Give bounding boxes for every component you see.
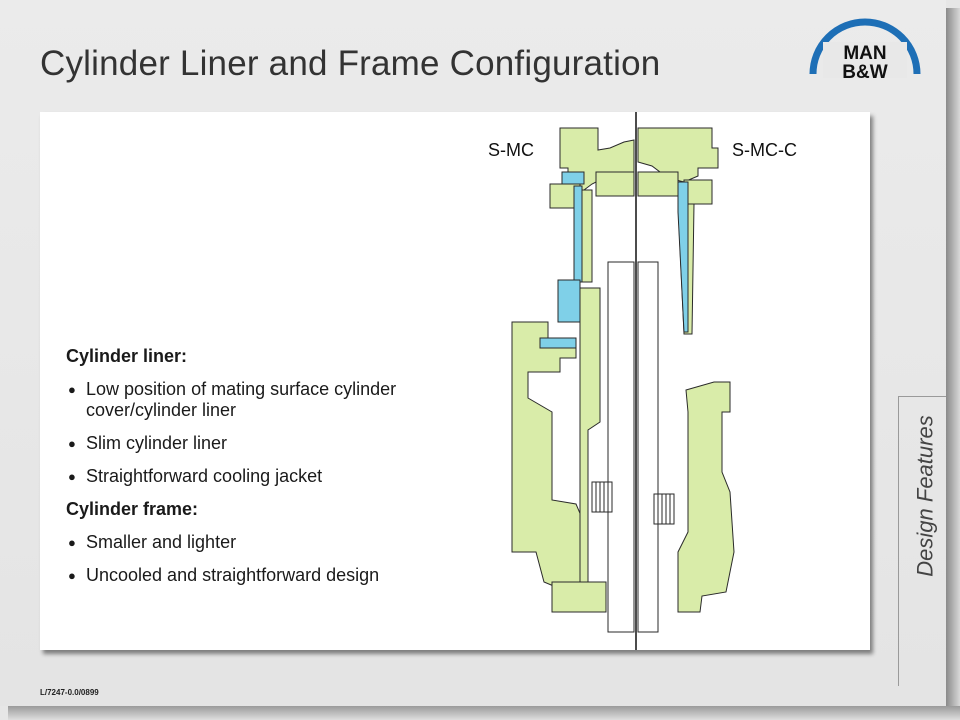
bullet-dot-icon: ● bbox=[68, 535, 76, 550]
liner-bullet: ● Slim cylinder liner bbox=[66, 433, 486, 454]
cross-section-drawing bbox=[511, 112, 735, 650]
liner-heading: Cylinder liner: bbox=[66, 346, 188, 366]
man-bw-logo: MAN B&W bbox=[809, 18, 921, 83]
footer-reference-code: L/7247-0.0/0899 bbox=[40, 688, 99, 697]
label-s-mc-c: S-MC-C bbox=[732, 140, 797, 160]
liner-bullet-text: Straightforward cooling jacket bbox=[86, 466, 323, 486]
slide-shadow-bottom bbox=[8, 706, 960, 720]
frame-bullet: ● Uncooled and straightforward design bbox=[66, 565, 486, 586]
left-coolant-top bbox=[561, 171, 585, 185]
right-cylinder-frame bbox=[677, 381, 735, 613]
right-piston-crown bbox=[637, 171, 679, 197]
left-piston-rod bbox=[607, 261, 635, 633]
logo-line1: MAN bbox=[843, 43, 886, 64]
side-divider-horizontal bbox=[898, 396, 946, 397]
liner-bullet-text: Slim cylinder liner bbox=[86, 433, 228, 453]
liner-bullet: ● Low position of mating surface cylinde… bbox=[66, 379, 486, 421]
bullet-dot-icon: ● bbox=[68, 469, 76, 484]
left-frame-inner-wall bbox=[579, 287, 601, 583]
logo-line2: B&W bbox=[842, 62, 887, 83]
side-divider-vertical bbox=[898, 396, 899, 686]
page-title: Cylinder Liner and Frame Configuration bbox=[40, 44, 661, 83]
side-label: Design Features bbox=[908, 396, 944, 596]
cylinder-cross-section-diagram: S-MC S-MC-C bbox=[488, 112, 870, 650]
label-s-mc: S-MC bbox=[488, 140, 534, 160]
frame-heading: Cylinder frame: bbox=[66, 499, 199, 519]
right-piston-rod bbox=[637, 261, 659, 633]
frame-bullet-text: Uncooled and straightforward design bbox=[86, 565, 380, 585]
left-coolant-inlet bbox=[539, 337, 577, 349]
frame-bullet: ● Smaller and lighter bbox=[66, 532, 486, 553]
bullet-dot-icon: ● bbox=[68, 382, 76, 397]
bullet-dot-icon: ● bbox=[68, 436, 76, 451]
stuffing-box-bellows bbox=[591, 481, 675, 525]
slide-shadow-right bbox=[946, 8, 960, 720]
liner-bullet: ● Straightforward cooling jacket bbox=[66, 466, 486, 487]
bullet-list: Cylinder liner: ● Low position of mating… bbox=[66, 346, 486, 598]
bullet-dot-icon: ● bbox=[68, 568, 76, 583]
left-frame-foot bbox=[551, 581, 607, 613]
right-coolant-jacket bbox=[677, 181, 689, 333]
liner-bullet-text: Low position of mating surface cylinder … bbox=[86, 379, 397, 420]
left-coolant-lower bbox=[557, 279, 581, 323]
right-cylinder-cover bbox=[637, 127, 719, 183]
side-label-text: Design Features bbox=[913, 415, 939, 577]
left-coolant-jacket bbox=[573, 185, 583, 283]
frame-bullet-text: Smaller and lighter bbox=[86, 532, 237, 552]
left-piston-crown bbox=[595, 171, 635, 197]
